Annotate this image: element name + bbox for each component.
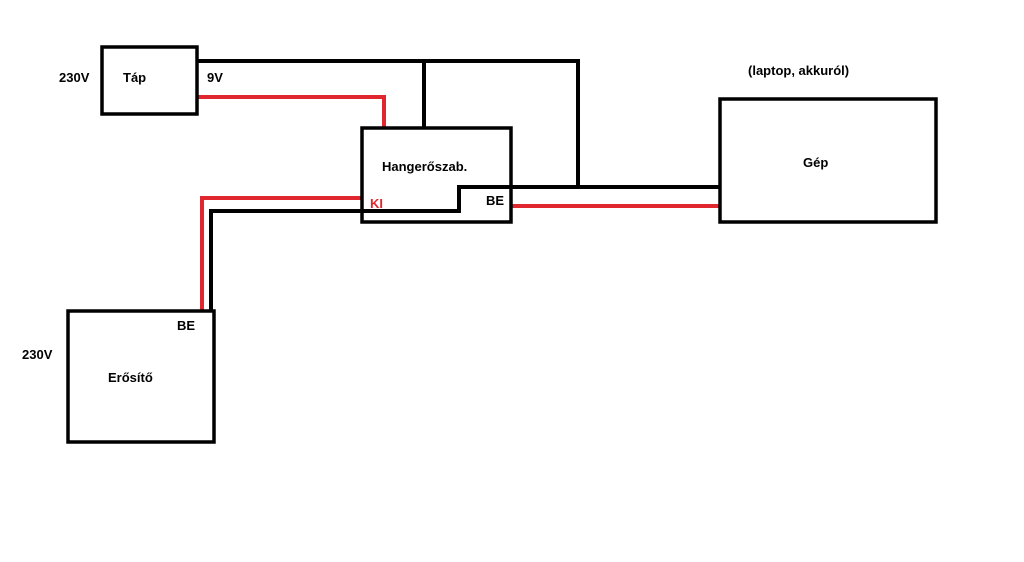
wires [197, 59, 720, 311]
computer-box [718, 97, 938, 224]
computer-ground-wire [362, 185, 720, 213]
amplifier-signal-wire [200, 196, 362, 311]
volume-control-input-port: BE [486, 193, 504, 208]
power-supply-input-voltage: 230V [59, 70, 90, 85]
power-supply-box [100, 45, 199, 116]
power-ground-wire [197, 59, 580, 187]
amplifier-ground-wire [209, 209, 362, 311]
power-supply-output-voltage: 9V [207, 70, 223, 85]
amplifier-box [66, 309, 216, 444]
amplifier-input-port: BE [177, 318, 195, 333]
amplifier-label: Erősítő [108, 370, 153, 385]
computer-label: Gép [803, 155, 828, 170]
power-9v-wire [197, 95, 386, 128]
volume-control-box [360, 126, 513, 224]
power-supply-label: Táp [123, 70, 146, 85]
amplifier-input-voltage: 230V [22, 347, 53, 362]
computer-note: (laptop, akkuról) [748, 63, 849, 78]
volume-control-output-port: KI [370, 196, 383, 211]
volume-control-label: Hangerőszab. [382, 159, 467, 174]
